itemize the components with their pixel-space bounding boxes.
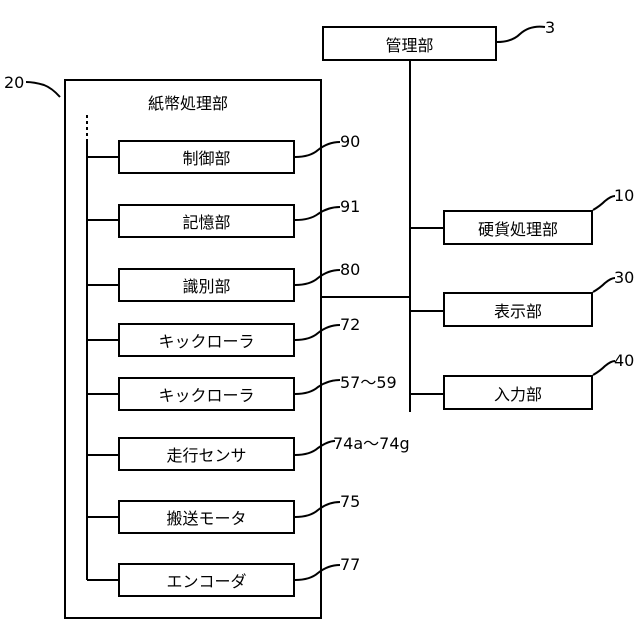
box-label: 識別部 (182, 273, 230, 297)
transport-motor-box: 搬送モータ (118, 500, 295, 534)
box-label: 表示部 (494, 298, 542, 322)
storage-box: 記憶部 (118, 204, 295, 238)
management-label: 管理部 (385, 32, 433, 56)
unit-ref: 40 (614, 351, 634, 370)
item-ref: 77 (340, 555, 360, 574)
leader-80 (295, 270, 340, 285)
leader-90 (295, 142, 340, 157)
leader-75 (295, 502, 340, 517)
item-ref: 72 (340, 315, 360, 334)
leader-20 (26, 82, 60, 97)
unit-ref: 30 (614, 268, 634, 287)
control-box: 制御部 (118, 140, 295, 174)
leader-10 (593, 196, 615, 210)
kick-roller-box-2: キックローラ (118, 377, 295, 411)
input-unit-box: 入力部 (443, 375, 593, 410)
identification-box: 識別部 (118, 268, 295, 302)
item-ref: 91 (340, 197, 360, 216)
leader-40 (593, 361, 615, 375)
management-box: 管理部 (322, 26, 497, 61)
management-ref: 3 (545, 18, 555, 37)
box-label: 走行センサ (166, 442, 246, 466)
leader-57-59 (295, 380, 340, 394)
box-label: 硬貨処理部 (478, 216, 558, 240)
item-ref: 57～59 (340, 369, 397, 393)
leader-72 (295, 325, 340, 340)
box-label: 記憶部 (182, 209, 230, 233)
leader-3 (497, 27, 545, 42)
box-label: キックローラ (158, 328, 254, 352)
travel-sensor-box: 走行センサ (118, 437, 295, 471)
leader-74 (295, 441, 335, 455)
item-ref: 74a～74g (333, 430, 410, 454)
display-unit-box: 表示部 (443, 292, 593, 327)
box-label: 制御部 (182, 145, 230, 169)
box-label: エンコーダ (166, 568, 246, 592)
item-ref: 75 (340, 492, 360, 511)
leader-30 (593, 278, 615, 292)
leader-91 (295, 207, 340, 220)
item-ref: 90 (340, 132, 360, 151)
bill-unit-title: 紙幣処理部 (148, 90, 228, 114)
coin-unit-box: 硬貨処理部 (443, 210, 593, 245)
kick-roller-box: キックローラ (118, 323, 295, 357)
leader-77 (295, 565, 340, 580)
encoder-box: エンコーダ (118, 563, 295, 597)
bill-unit-ref: 20 (4, 73, 24, 92)
box-label: 搬送モータ (166, 505, 246, 529)
unit-ref: 10 (614, 186, 634, 205)
box-label: キックローラ (158, 382, 254, 406)
item-ref: 80 (340, 260, 360, 279)
box-label: 入力部 (494, 381, 542, 405)
